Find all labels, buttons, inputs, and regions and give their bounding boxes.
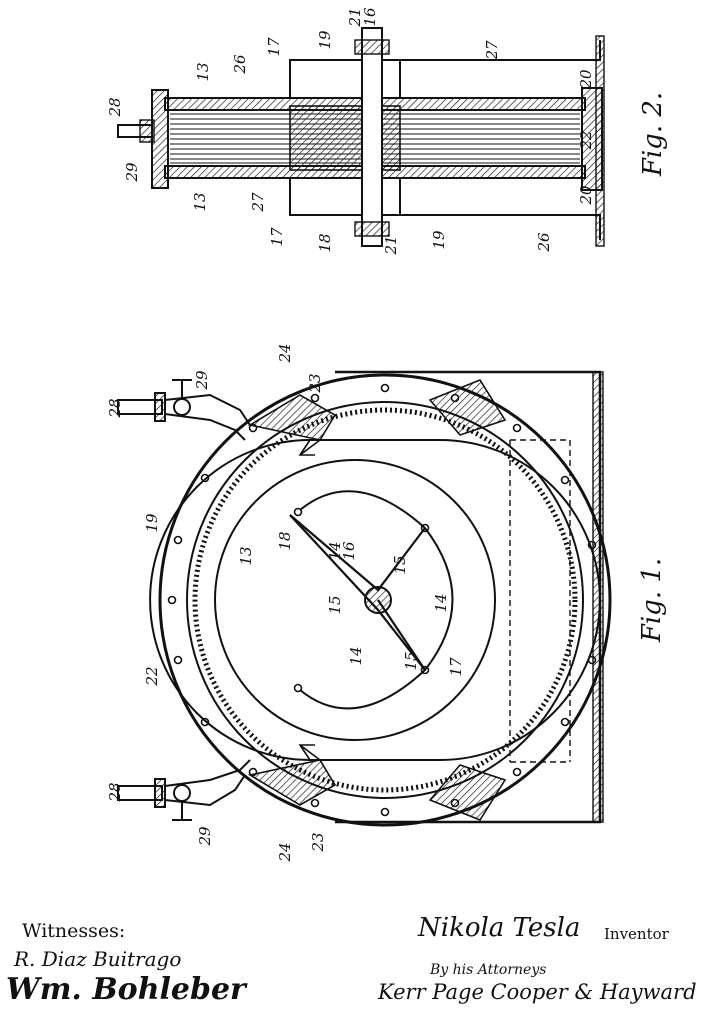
witness-2-signature: Wm. Bohleber xyxy=(6,972,246,1007)
witness-1-signature: R. Diaz Buitrago xyxy=(14,947,182,971)
fig2-label: 26 xyxy=(535,232,553,253)
fig2-hub xyxy=(289,105,401,171)
fig2-label: 16 xyxy=(361,7,379,27)
fig1-caption: Fig. 1. xyxy=(637,558,667,643)
fig1-label: 13 xyxy=(237,546,255,565)
fig1-label: 19 xyxy=(143,513,161,533)
fig1-label: 23 xyxy=(306,373,324,393)
fig1-upper-inlet xyxy=(117,379,251,441)
fig1-flow-arrow-upper xyxy=(298,439,321,456)
fig1-label: 29 xyxy=(196,826,214,847)
fig2-label: 22 xyxy=(577,130,595,150)
witnesses-label: Witnesses: xyxy=(22,920,126,942)
fig1-label: 17 xyxy=(447,657,465,677)
fig2-label: 21 xyxy=(346,7,364,27)
fig1-label: 24 xyxy=(276,343,294,363)
fig1-hub-ring xyxy=(214,459,496,741)
fig1-label: 24 xyxy=(276,842,294,862)
fig1-drawing xyxy=(117,370,612,827)
inventor-label: Inventor xyxy=(604,925,669,943)
fig2-label: 13 xyxy=(191,192,209,211)
fig2-label: 29 xyxy=(123,162,141,183)
attorneys-signature: Kerr Page Cooper & Hayward xyxy=(378,980,697,1004)
fig1-lower-inlet xyxy=(117,759,251,821)
fig1-label: 15 xyxy=(402,651,420,670)
fig1-lobe-lower xyxy=(299,669,426,710)
fig1-label: 16 xyxy=(340,541,358,561)
fig1-label: 22 xyxy=(143,666,161,686)
fig2-drawing xyxy=(117,27,605,247)
fig2-label: 27 xyxy=(249,192,267,213)
fig1-label: 14 xyxy=(347,646,365,665)
fig1-disk-rim xyxy=(192,407,578,793)
fig2-upper-bearing-housing xyxy=(289,59,401,98)
fig1-label: 28 xyxy=(106,782,124,802)
fig1-labels: 28 29 24 23 19 13 18 14 16 15 14 15 14 1… xyxy=(106,343,667,862)
fig2-label: 19 xyxy=(430,230,448,250)
fig2-label: 19 xyxy=(316,30,334,50)
fig1-label: 23 xyxy=(309,832,327,852)
fig1-lobe-right xyxy=(424,527,454,671)
inventor-signature: Nikola Tesla xyxy=(418,913,581,943)
fig1-label: 15 xyxy=(326,595,344,614)
fig1-label: 14 xyxy=(326,541,344,560)
fig2-label: 13 xyxy=(194,62,212,81)
fig1-label: 18 xyxy=(276,531,294,550)
fig1-shaft xyxy=(364,586,392,614)
fig2-labels: 28 29 13 26 17 19 21 16 27 20 22 20 13 2… xyxy=(106,7,668,256)
fig2-caption: Fig. 2. xyxy=(638,92,668,177)
fig1-upper-nozzle-wedge xyxy=(247,394,337,441)
fig2-label: 18 xyxy=(316,233,334,252)
fig1-flow-arrow-lower xyxy=(298,744,321,761)
fig1-casing-outer xyxy=(158,373,612,827)
fig2-label: 20 xyxy=(577,69,595,90)
fig2-label: 17 xyxy=(268,227,286,247)
fig1-casing-inner xyxy=(186,401,584,799)
fig1-hub-opening xyxy=(149,439,601,761)
fig2-label: 20 xyxy=(577,185,595,206)
fig2-label: 27 xyxy=(483,40,501,61)
fig1-label: 15 xyxy=(391,555,409,574)
fig2-label: 28 xyxy=(106,97,124,117)
attorneys-label: By his Attorneys xyxy=(430,962,547,978)
fig1-lower-nozzle-wedge xyxy=(247,759,337,806)
fig2-shaft xyxy=(361,27,383,247)
fig1-label: 14 xyxy=(432,593,450,612)
fig2-label: 17 xyxy=(265,37,283,57)
fig1-lobe-upper xyxy=(299,490,426,529)
fig1-label: 28 xyxy=(106,398,124,418)
fig2-lower-bearing-housing xyxy=(289,178,401,216)
fig2-label: 26 xyxy=(231,54,249,75)
fig2-label: 21 xyxy=(382,235,400,255)
fig1-label: 29 xyxy=(193,370,211,391)
